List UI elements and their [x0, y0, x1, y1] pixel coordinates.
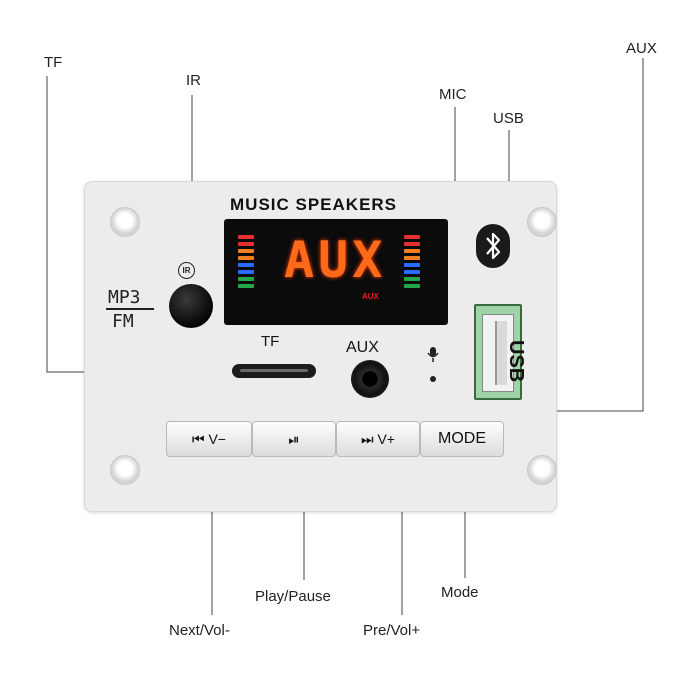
bluetooth-logo [476, 224, 510, 268]
bluetooth-icon [486, 232, 501, 260]
tf-label: TF [261, 333, 280, 350]
led-display: AUX AUX [224, 219, 448, 325]
play-pause-button[interactable]: ⏯ [252, 421, 336, 457]
board-title: MUSIC SPEAKERS [230, 195, 398, 214]
mount-hole-top-left [110, 207, 140, 237]
callout-usb: USB [493, 110, 524, 127]
callout-play-pause: Play/Pause [255, 588, 331, 605]
next-vol-up-button[interactable]: ⏭ V+ [336, 421, 420, 457]
ir-badge: IR [178, 262, 195, 279]
display-sub-label: AUX [362, 292, 379, 301]
mp3-label: MP3 [108, 287, 141, 308]
mount-hole-bottom-left [110, 455, 140, 485]
mode-button[interactable]: MODE [420, 421, 504, 457]
callout-mode: Mode [441, 584, 479, 601]
callout-ir: IR [186, 72, 201, 89]
tf-card-slot[interactable] [232, 364, 316, 378]
aux-jack[interactable] [351, 360, 389, 398]
callout-next-vol: Next/Vol- [169, 622, 230, 639]
mount-hole-top-right [527, 207, 557, 237]
mount-hole-bottom-right [527, 455, 557, 485]
mp3-fm-divider [106, 308, 154, 310]
callout-pre-vol: Pre/Vol+ [363, 622, 421, 639]
prev-vol-down-button[interactable]: ⏮ V− [166, 421, 252, 457]
display-text: AUX [284, 231, 387, 289]
level-meter-right [404, 235, 420, 288]
level-meter-left [238, 235, 254, 288]
ir-sensor [169, 284, 213, 328]
aux-label: AUX [346, 339, 379, 356]
usb-port[interactable] [474, 304, 522, 400]
callout-tf: TF [44, 54, 63, 71]
usb-label: USB [505, 340, 527, 383]
mic-hole [430, 376, 436, 382]
callout-mic: MIC [439, 86, 467, 103]
microphone-icon [427, 347, 439, 362]
fm-label: FM [112, 311, 134, 332]
callout-aux: AUX [626, 40, 657, 57]
button-row: ⏮ V− ⏯ ⏭ V+ MODE [166, 421, 504, 457]
